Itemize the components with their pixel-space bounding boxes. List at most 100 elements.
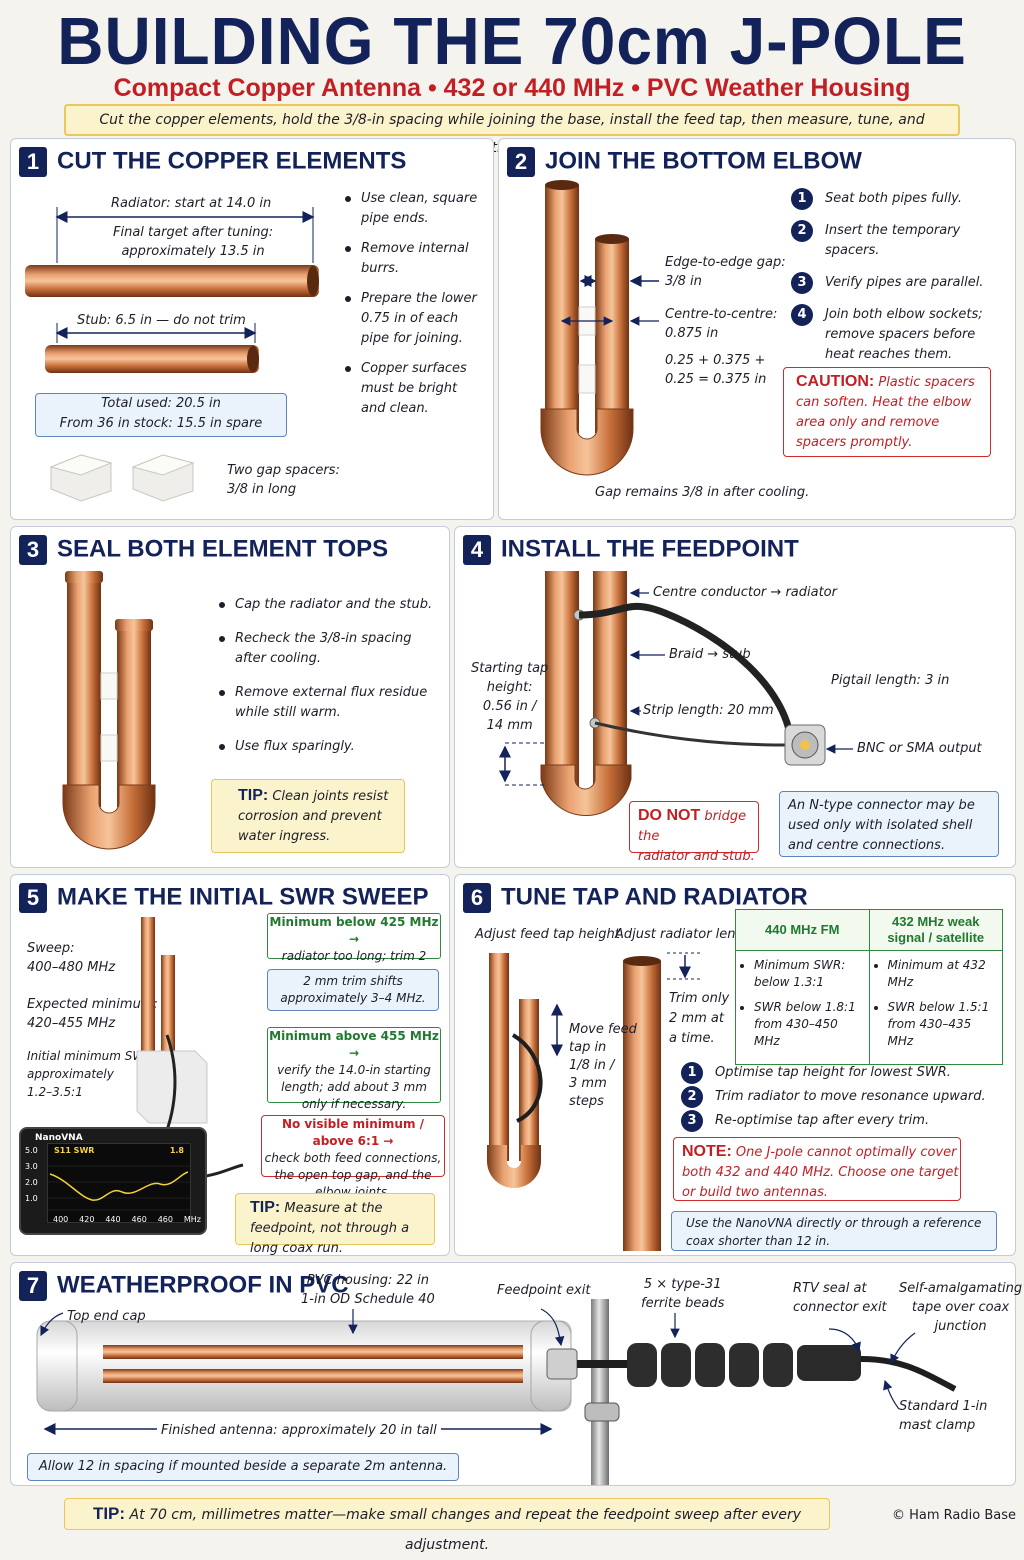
gap-footer-label: Gap remains 3/8 in after cooling. — [595, 485, 810, 500]
output-label: BNC or SMA output — [857, 741, 982, 756]
panel-4-heading: 4 INSTALL THE FEEDPOINT — [463, 535, 799, 565]
panel-3-heading: 3 SEAL BOTH ELEMENT TOPS — [19, 535, 388, 565]
adjust-tap-label: Adjust feed tap height — [475, 927, 620, 942]
list-item: Use clean, square pipe ends. — [343, 189, 479, 229]
panel-cut-elements: 1 CUT THE COPPER ELEMENTS Radiator: start… — [10, 138, 494, 520]
spacer-blocks — [49, 454, 195, 502]
tip-box: TIP: Clean joints resist corrosion and p… — [211, 779, 405, 853]
radiator-pipe — [25, 265, 319, 297]
list-item: Copper surfaces must be bright and clean… — [343, 359, 479, 419]
centre-conductor-label: Centre conductor → radiator — [653, 585, 837, 600]
nanovna-note-box: Use the NanoVNA directly or through a re… — [671, 1211, 997, 1251]
panel-2-title: JOIN THE BOTTOM ELBOW — [545, 147, 862, 175]
page-title: BUILDING THE 70cm J-POLE — [57, 3, 967, 79]
above-455-box: Minimum above 455 MHz →verify the 14.0-i… — [267, 1027, 441, 1111]
radiator-length-label: Radiator: start at 14.0 in — [111, 196, 272, 211]
stub-length-label: Stub: 6.5 in — do not trim — [77, 313, 246, 328]
panel-1-title: CUT THE COPPER ELEMENTS — [57, 147, 407, 175]
panel-feedpoint: 4 INSTALL THE FEEDPOINT Centre conductor … — [454, 526, 1016, 868]
expected-label: Expected minimum:420–455 MHz — [27, 997, 158, 1031]
braid-label: Braid → stub — [669, 647, 751, 662]
panel-5-heading: 5 MAKE THE INITIAL SWR SWEEP — [19, 883, 429, 913]
spacing-note-box: Allow 12 in spacing if mounted beside a … — [27, 1453, 459, 1481]
step-number: 5 — [19, 883, 47, 913]
step-number: 2 — [507, 147, 535, 177]
marker-readout: 1.8 — [169, 1146, 184, 1155]
swr-test-illustration — [136, 917, 244, 1181]
capped-jpole-illustration — [62, 571, 156, 850]
list-item: Use flux sparingly. — [217, 737, 441, 757]
adjust-radiator-label: Adjust radiator length — [615, 927, 758, 942]
tip-box: TIP: Measure at the feedpoint, not throu… — [235, 1193, 435, 1256]
panel-join-elbow: 2 JOIN THE BOTTOM ELBOW Edge-to-edge gap:… — [498, 138, 1016, 520]
swr-trace — [48, 1165, 190, 1211]
strip-length-label: Strip length: 20 mm — [643, 703, 774, 718]
note-box: NOTE: One J-pole cannot optimally cover … — [673, 1137, 961, 1201]
list-item: Remove internal burrs. — [343, 239, 479, 279]
step-number: 1 — [19, 147, 47, 177]
step-number: 3 — [19, 535, 47, 565]
seal-tips-list: Cap the radiator and the stub. Recheck t… — [217, 595, 441, 767]
step-number: 7 — [19, 1271, 47, 1301]
copyright: © Ham Radio Base — [892, 1508, 1016, 1523]
stub-pipe — [45, 345, 259, 373]
end-cap-label: Top end cap — [67, 1309, 146, 1324]
feedpoint-illustration — [499, 571, 853, 816]
sweep-label: Sweep:400–480 MHz — [27, 941, 116, 975]
gap-label: Edge-to-edge gap:3/8 in — [665, 255, 786, 289]
page-subtitle: Compact Copper Antenna • 432 or 440 MHz … — [113, 74, 911, 102]
panel-seal-tops: 3 SEAL BOTH ELEMENT TOPS Cap the radiator… — [10, 526, 450, 868]
sum-label: 0.25 + 0.375 +0.25 = 0.375 in — [665, 353, 767, 387]
finished-length-label: Finished antenna: approximately 20 in ta… — [157, 1421, 441, 1440]
cut-tips-list: Use clean, square pipe ends. Remove inte… — [343, 189, 479, 429]
panel-7-heading: 7 WEATHERPROOF IN PVC — [19, 1271, 349, 1301]
panel-1-heading: 1 CUT THE COPPER ELEMENTS — [19, 147, 406, 177]
footer-tip: TIP: At 70 cm, millimetres matter—make s… — [64, 1498, 830, 1553]
intro-banner: Cut the copper elements, hold the 3/8-in… — [64, 104, 960, 156]
panel-7-title: WEATHERPROOF IN PVC — [57, 1271, 349, 1299]
list-item: Cap the radiator and the stub. — [217, 595, 441, 615]
list-item: Prepare the lower 0.75 in of each pipe f… — [343, 289, 479, 349]
pigtail-label: Pigtail length: 3 in — [831, 673, 950, 688]
list-item: Recheck the 3/8-in spacing after cooling… — [217, 629, 441, 669]
n-type-note-box: An N-type connector may be used only wit… — [779, 791, 999, 857]
panel-tune: 6 TUNE TAP AND RADIATOR Adjust feed tap h… — [454, 874, 1016, 1256]
caution-box: CAUTION: Plastic spacers can soften. Hea… — [783, 367, 991, 457]
panel-6-heading: 6 TUNE TAP AND RADIATOR — [463, 883, 808, 913]
panel-5-title: MAKE THE INITIAL SWR SWEEP — [57, 883, 429, 911]
j-elbow-illustration — [540, 180, 659, 476]
step-number: 6 — [463, 883, 491, 913]
table-header: 432 MHz weak signal / satellite — [868, 909, 1003, 951]
panel-weatherproof: 7 WEATHERPROOF IN PVC Top end cap PVC hou… — [10, 1262, 1022, 1486]
vna-screen: S11 SWR 1.8 — [47, 1143, 191, 1223]
step-number: 4 — [463, 535, 491, 565]
tuning-illustration — [487, 952, 701, 1251]
trim-shift-box: 2 mm trim shifts approximately 3–4 MHz. — [267, 969, 439, 1011]
panel-6-title: TUNE TAP AND RADIATOR — [501, 883, 808, 911]
panel-3-title: SEAL BOTH ELEMENT TOPS — [57, 535, 389, 563]
panel-swr-sweep: 5 MAKE THE INITIAL SWR SWEEP Sweep:400–48… — [10, 874, 450, 1256]
panel-4-title: INSTALL THE FEEDPOINT — [501, 535, 799, 563]
trace-label: S11 SWR — [54, 1146, 95, 1155]
